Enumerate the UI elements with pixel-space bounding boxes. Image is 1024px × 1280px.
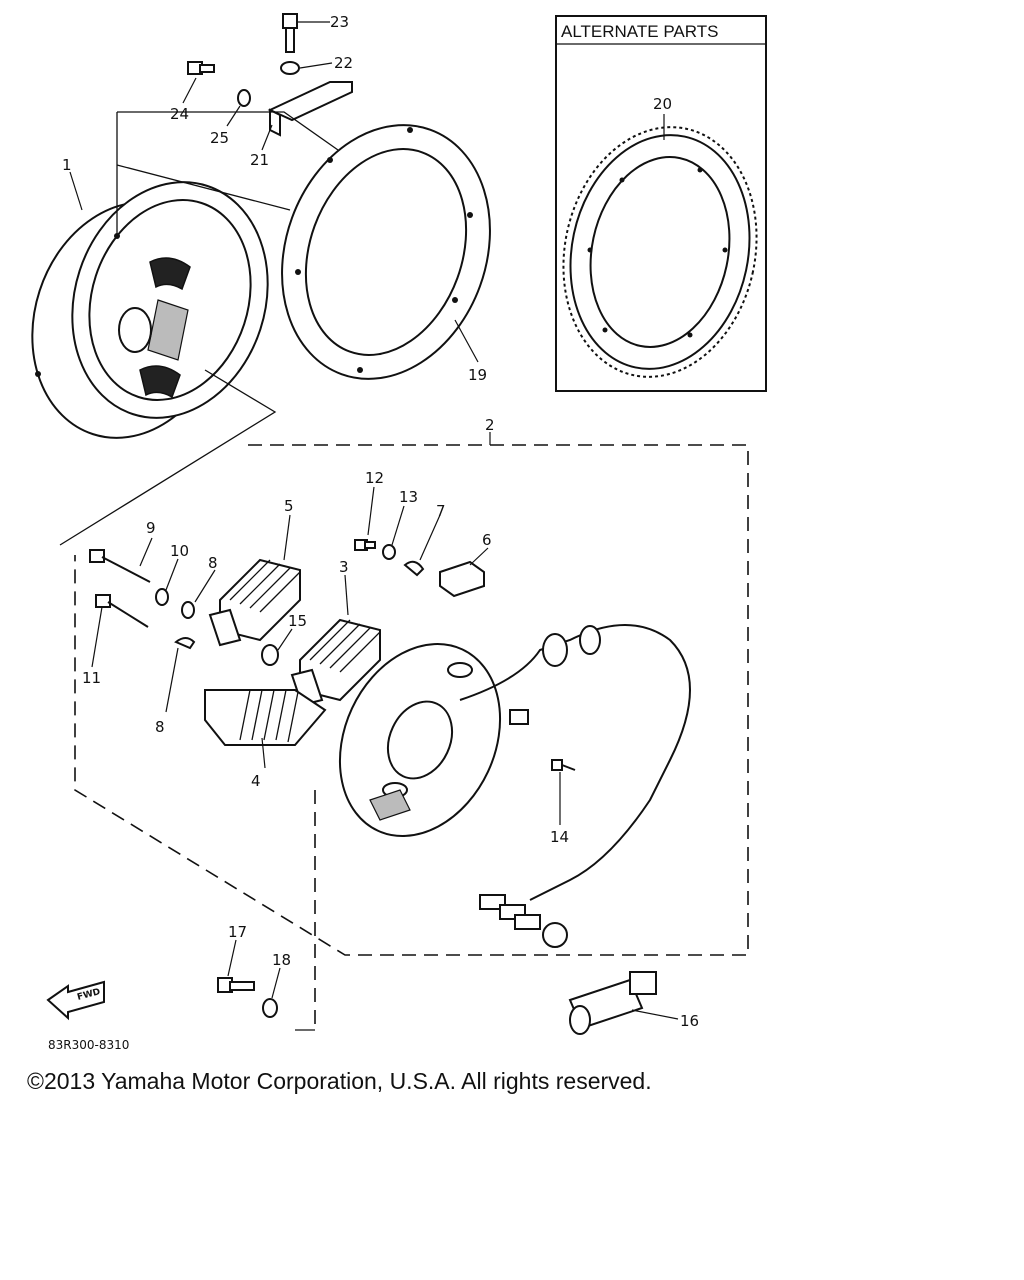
callout-22: 22 [334,54,353,72]
callout-20: 20 [653,95,672,113]
callout-1: 1 [62,156,72,174]
flywheel-1 [31,181,269,439]
fwd-arrow-icon: FWD [46,980,105,1021]
bolt-23 [282,13,298,53]
callout-5: 5 [284,497,294,515]
callout-9: 9 [146,519,156,537]
clamp-7 [403,560,425,577]
bolt-11 [95,594,149,628]
stator-base-plate [338,642,502,838]
stator-ring-19 [281,124,491,380]
callout-10: 10 [170,542,189,560]
callout-17: 17 [228,923,247,941]
callout-23: 23 [330,13,349,31]
callout-15: 15 [288,612,307,630]
stator-assembly-box-2 [74,432,749,956]
callout-4: 4 [251,772,261,790]
callout-18: 18 [272,951,291,969]
coil-5 [208,558,301,647]
washer-22 [280,61,300,75]
ring-gear-20 [562,126,758,378]
callout-3: 3 [339,558,349,576]
part-code: 83R300-8310 [48,1038,129,1052]
washer-10 [155,588,169,606]
washer-13 [382,544,396,560]
bolt-17 [217,977,255,993]
plug-16 [568,971,657,1035]
callout-8-upper: 8 [208,554,218,572]
alternate-parts-box: ALTERNATE PARTS [555,15,767,392]
callout-25: 25 [210,129,229,147]
connector-6 [439,560,485,598]
callout-13: 13 [399,488,418,506]
callout-6: 6 [482,531,492,549]
clip-8-lower [174,637,196,650]
callout-14: 14 [550,828,569,846]
callout-11: 11 [82,669,101,687]
bolt-9 [89,549,151,583]
callout-19: 19 [468,366,487,384]
bolt-12 [354,539,376,551]
callout-8-lower: 8 [155,718,165,736]
washer-25 [237,89,251,107]
callout-7: 7 [436,502,446,520]
spacer-15 [261,644,279,666]
wire-harness [459,624,691,948]
callout-16: 16 [680,1012,699,1030]
coil-3 [290,618,381,707]
coil-4 [204,689,327,746]
callout-2: 2 [485,416,495,434]
washer-18 [262,998,278,1018]
alternate-parts-title: ALTERNATE PARTS [561,22,718,41]
callout-21: 21 [250,151,269,169]
callouts: 1 2 3 4 5 6 7 8 8 9 10 11 12 13 14 15 16 [62,13,699,1030]
callout-12: 12 [365,469,384,487]
washer-8-upper [181,601,195,619]
bolt-24 [187,61,215,75]
callout-24: 24 [170,105,189,123]
bracket-21 [267,81,353,137]
copyright-notice: ©2013 Yamaha Motor Corporation, U.S.A. A… [27,1068,652,1094]
screw-14 [551,759,576,771]
